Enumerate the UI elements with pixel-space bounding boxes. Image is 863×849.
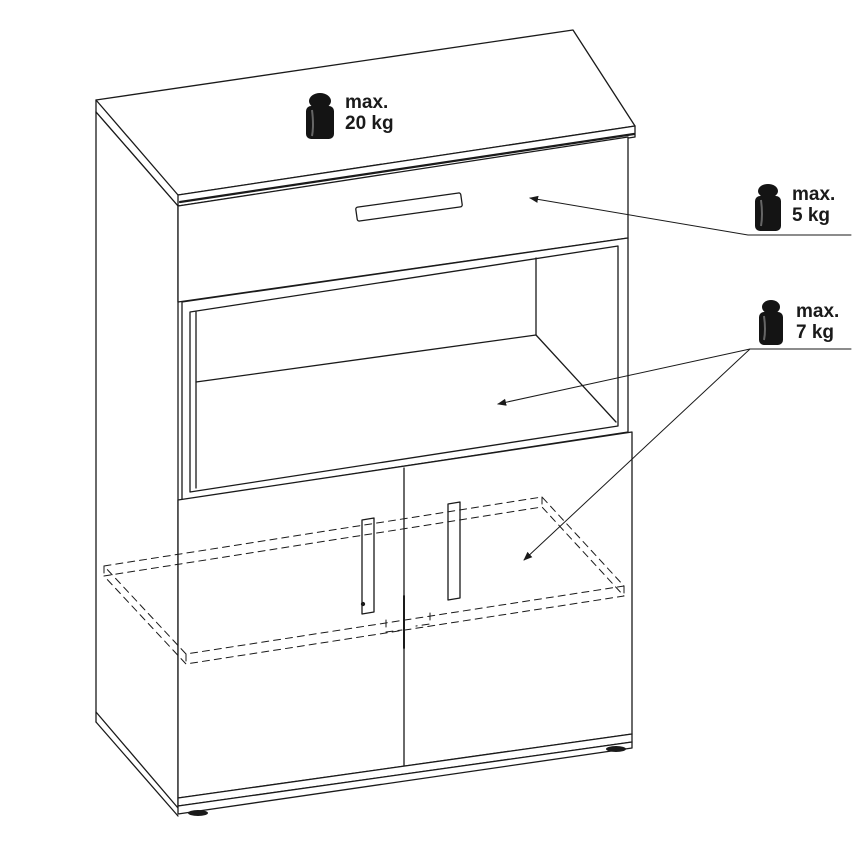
- top-load-line1: max.: [345, 92, 389, 113]
- cabinet-plinth: [177, 733, 633, 816]
- shelves-load-line1: max.: [796, 301, 840, 322]
- drawer-handle: [355, 192, 463, 222]
- shelves-load-line2: 7 kg: [796, 322, 835, 343]
- open-compartment: [181, 237, 629, 501]
- compartment-arrow: [497, 348, 751, 406]
- drawer: [177, 136, 629, 303]
- inner-shelf-dashed: [103, 496, 625, 665]
- cabinet-doors: [177, 431, 633, 799]
- load-arrows: [497, 195, 852, 561]
- drawer-load-line2: 5 kg: [792, 205, 831, 226]
- right-door-handle: [447, 501, 461, 601]
- drawer-arrow: [529, 195, 852, 236]
- cabinet-side-panel: [95, 111, 179, 817]
- weight-icon: [755, 184, 781, 231]
- drawer-load-label: max. 5 kg: [792, 184, 835, 226]
- left-door-handle: [361, 517, 375, 615]
- drawer-load-line1: max.: [792, 184, 836, 205]
- top-load-label: max. 20 kg: [345, 92, 394, 134]
- weight-icon: [759, 300, 783, 345]
- top-load-line2: 20 kg: [345, 113, 394, 134]
- shelves-load-label: max. 7 kg: [796, 301, 839, 343]
- shelf-arrow: [523, 348, 751, 561]
- weight-icon: [306, 93, 334, 139]
